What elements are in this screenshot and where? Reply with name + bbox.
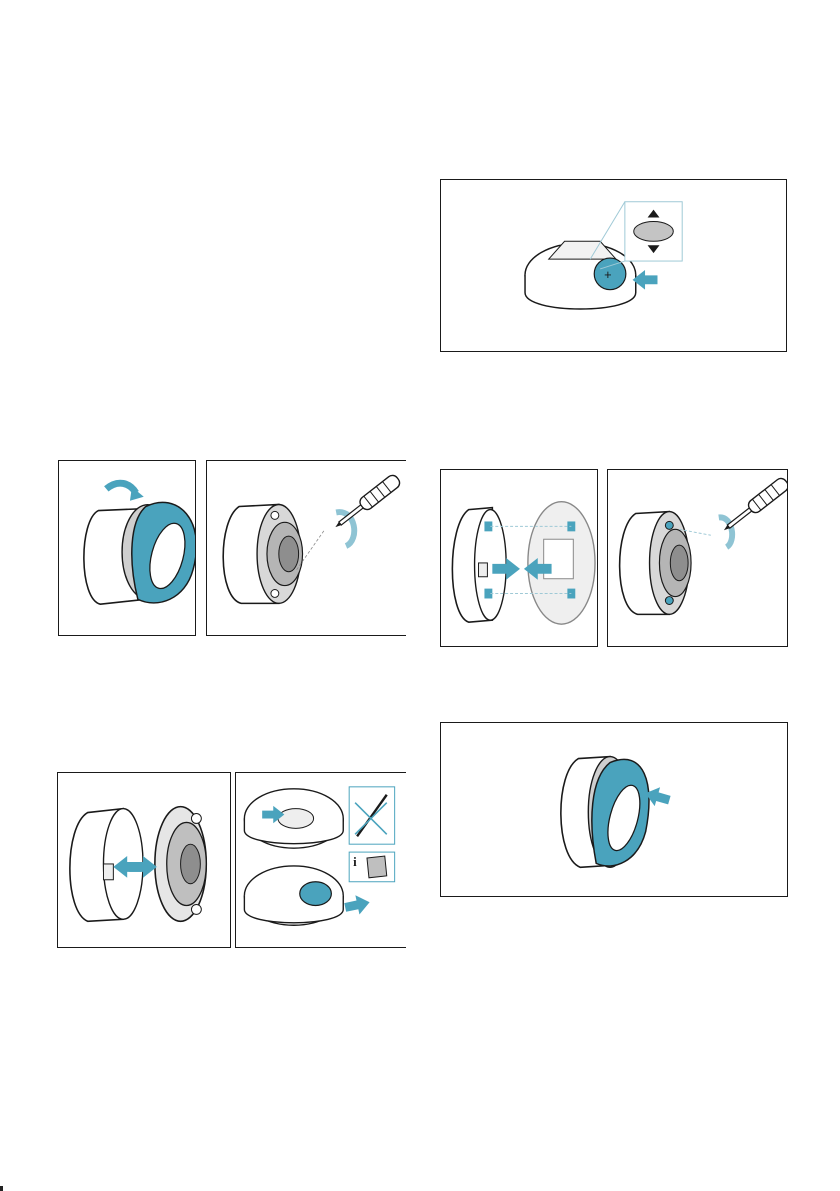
figure-attach-cover	[440, 722, 788, 897]
figure-unscrew	[206, 460, 406, 636]
remove-battery-illustration: i	[236, 773, 406, 947]
figure-screw-in	[607, 469, 788, 647]
figure-remove-battery: i	[235, 772, 406, 948]
insert-battery-illustration: +	[441, 180, 786, 351]
join-parts-illustration	[441, 470, 597, 646]
figure-insert-battery: +	[440, 179, 787, 352]
info-letter: i	[353, 855, 357, 869]
turn-cover-illustration	[59, 461, 195, 635]
unscrew-illustration	[207, 461, 406, 635]
figure-turn-cover	[58, 460, 196, 636]
page-edge-mark	[0, 1186, 3, 1191]
separate-parts-illustration	[58, 773, 230, 947]
screw-in-illustration	[608, 470, 787, 646]
figure-join-parts	[440, 469, 598, 647]
svg-text:+: +	[604, 267, 612, 282]
figure-separate-parts	[57, 772, 231, 948]
attach-cover-illustration	[441, 723, 787, 896]
